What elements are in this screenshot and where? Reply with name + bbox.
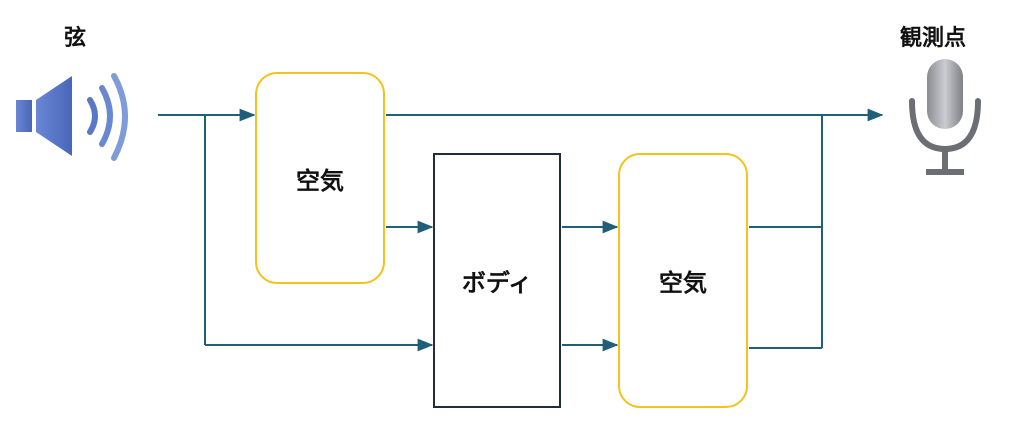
air-block-1: 空気 [255,72,385,284]
body-block: ボディ [433,153,561,408]
body-block-label: ボディ [461,269,533,297]
air-block-2: 空気 [618,153,748,408]
source-label: 弦 [64,26,87,51]
microphone-icon [909,59,981,175]
air-block-1-label: 空気 [296,166,344,195]
speaker-icon [16,73,128,161]
air-block-2-label: 空気 [659,269,707,297]
observer-label: 観測点 [900,26,967,51]
